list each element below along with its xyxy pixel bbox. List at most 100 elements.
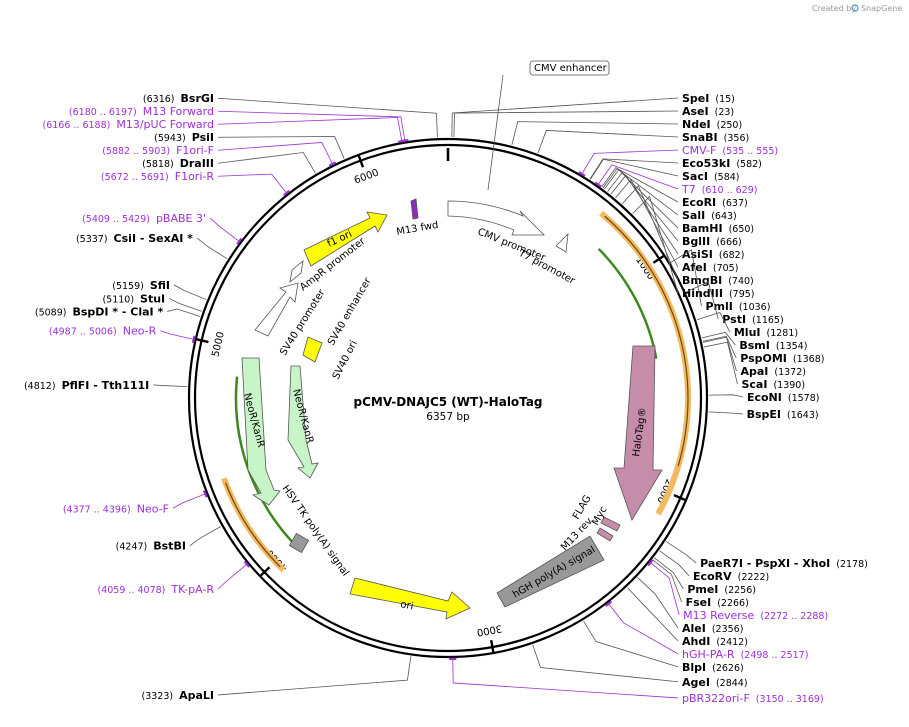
primer-cmv-f[interactable]: CMV-F(535 .. 555) <box>682 144 778 157</box>
m13-fwd-feature[interactable] <box>410 198 419 220</box>
site-bamhi[interactable]: BamHI(650) <box>682 222 754 235</box>
site-position: (682) <box>719 250 745 261</box>
feature-label-hgh-polya: hGH poly(A) signal <box>511 544 597 600</box>
primer-name: F1ori-F <box>176 144 214 157</box>
site-name: PspOMI <box>740 352 787 365</box>
primer-position: (5409 .. 5429) <box>82 214 150 225</box>
site-apai[interactable]: ApaI(1372) <box>740 365 806 378</box>
site-leader <box>168 298 202 312</box>
site-csii-sexai[interactable]: CsiI - SexAI *(5337) <box>76 232 193 245</box>
site-position: (2256) <box>724 585 756 596</box>
primer-pbr322ori-f[interactable]: pBR322ori-F(3150 .. 3169) <box>682 692 824 705</box>
site-position: (643) <box>711 211 737 222</box>
site-name: FseI <box>686 596 712 609</box>
site-leader <box>670 249 702 307</box>
primer-mark <box>578 171 586 177</box>
primer-pbabe-3[interactable]: pBABE 3' (5409 .. 5429) <box>82 212 206 225</box>
site-bspei[interactable]: BspEI(1643) <box>747 408 819 421</box>
site-position: (1368) <box>793 354 825 365</box>
sv40-promoter-feature[interactable] <box>254 282 299 337</box>
site-pflfi-tth111i[interactable]: PflFI - Tth111I(4812) <box>24 379 149 392</box>
site-paer7i-pspxi-xhoi[interactable]: PaeR7I - PspXI - XhoI(2178) <box>700 557 868 570</box>
site-psti[interactable]: PstI(1165) <box>722 313 783 326</box>
site-leader <box>173 284 207 300</box>
cmv-enhancer-box[interactable] <box>529 60 610 76</box>
site-sali[interactable]: SalI(643) <box>682 209 737 222</box>
site-spei[interactable]: SpeI(15) <box>682 92 735 105</box>
primer-neo-f[interactable]: Neo-F(4377 .. 4396) <box>63 502 169 515</box>
site-hindiii[interactable]: HindIII(795) <box>682 287 755 300</box>
primer-mark <box>647 559 654 567</box>
site-sfii[interactable]: SfiI(5159) <box>112 279 170 292</box>
site-pmei[interactable]: PmeI(2256) <box>687 583 756 596</box>
primer-t7[interactable]: T7(610 .. 629) <box>681 183 757 196</box>
primer-f1ori-f[interactable]: F1ori-F(5882 .. 5903) <box>102 144 214 157</box>
site-blpi[interactable]: BlpI(2626) <box>682 661 744 674</box>
cmv-promoter-feature[interactable] <box>447 200 545 236</box>
primer-m13-forward[interactable]: M13 Forward(6180 .. 6197) <box>69 105 214 118</box>
sv40-ori-feature[interactable] <box>302 336 323 363</box>
primer-name: pBABE 3' <box>156 212 206 225</box>
orange-arc-right-core <box>604 215 689 467</box>
site-ndei[interactable]: NdeI(250) <box>682 118 742 131</box>
site-fsei[interactable]: FseI(2266) <box>686 596 749 609</box>
neor-kanr-feature[interactable] <box>241 357 281 506</box>
site-position: (1036) <box>739 302 771 313</box>
site-ahdi[interactable]: AhdI(2412) <box>682 635 748 648</box>
feature-label-cmv-enhancer: CMV enhancer <box>534 63 608 74</box>
primer-hgh-pa-r[interactable]: hGH-PA-R(2498 .. 2517) <box>682 648 808 661</box>
site-bstbi[interactable]: BstBI(4247) <box>116 540 186 553</box>
site-leader <box>167 308 201 317</box>
site-pmli[interactable]: PmlI(1036) <box>705 300 770 313</box>
tick-mark <box>652 255 665 264</box>
site-leader <box>702 336 737 372</box>
neor-kanr-inner-feature[interactable] <box>287 365 319 479</box>
orange-arc-left-core <box>224 482 281 568</box>
ampr-promoter-feature[interactable] <box>289 260 304 283</box>
primer-tk-pa-r[interactable]: TK-pA-R(4059 .. 4078) <box>98 583 215 596</box>
primer-neo-r[interactable]: Neo-R(4987 .. 5006) <box>49 325 157 338</box>
primer-f1ori-r[interactable]: F1ori-R(5672 .. 5691) <box>101 170 214 183</box>
site-mlui[interactable]: MluI(1281) <box>734 326 798 339</box>
primer-position: (4059 .. 4078) <box>98 585 166 596</box>
site-bsrgi[interactable]: BsrGI(6316) <box>143 92 214 105</box>
myc-feature[interactable] <box>596 527 614 542</box>
site-afei[interactable]: AfeI(705) <box>682 261 738 274</box>
ori-feature[interactable] <box>349 577 471 620</box>
site-position: (5110) <box>102 294 134 305</box>
tick-mark <box>259 566 271 577</box>
site-bmgbi[interactable]: BmgBI(740) <box>682 274 754 287</box>
hgh-polya-feature[interactable] <box>496 535 605 608</box>
site-apali[interactable]: ApaLI(3323) <box>141 689 214 702</box>
site-bspdi-clai[interactable]: BspDI * - ClaI *(5089) <box>35 305 164 318</box>
primer-m13-puc-forward[interactable]: M13/pUC Forward(6166 .. 6188) <box>42 118 214 131</box>
site-agei[interactable]: AgeI(2844) <box>682 676 748 689</box>
site-eco53ki[interactable]: Eco53kI(582) <box>682 157 762 170</box>
primer-mark <box>605 600 613 607</box>
hsv-tk-polya-feature[interactable] <box>288 532 310 554</box>
site-bglii[interactable]: BglII(666) <box>682 235 742 248</box>
site-name: BsrGI <box>181 92 214 105</box>
site-scai[interactable]: ScaI(1390) <box>741 378 805 391</box>
site-asei[interactable]: AseI(23) <box>682 105 734 118</box>
site-psii[interactable]: PsiI(5943) <box>154 131 214 144</box>
primer-mark <box>202 490 208 498</box>
site-position: (3323) <box>141 691 173 702</box>
primer-m13-reverse[interactable]: M13 Reverse(2272 .. 2288) <box>683 609 828 622</box>
site-ecorv[interactable]: EcoRV(2222) <box>693 570 769 583</box>
halotag-feature[interactable] <box>613 345 663 521</box>
flag-feature[interactable] <box>600 516 621 532</box>
site-snabi[interactable]: SnaBI(356) <box>682 131 749 144</box>
site-draiii[interactable]: DraIII(5818) <box>142 157 214 170</box>
site-ecori[interactable]: EcoRI(637) <box>682 196 748 209</box>
site-pspomi[interactable]: PspOMI (1368) <box>740 352 824 365</box>
site-saci[interactable]: SacI(584) <box>682 170 740 183</box>
tick-mark <box>489 639 495 653</box>
site-econi[interactable]: EcoNI(1578) <box>747 391 819 404</box>
site-alei[interactable]: AleI(2356) <box>682 622 743 635</box>
site-leader <box>702 335 737 359</box>
f1ori-feature[interactable] <box>303 211 388 267</box>
site-bsmi[interactable]: BsmI(1354) <box>739 339 807 352</box>
t7-promoter-feature[interactable] <box>555 232 569 253</box>
site-stui[interactable]: StuI(5110) <box>102 292 165 305</box>
